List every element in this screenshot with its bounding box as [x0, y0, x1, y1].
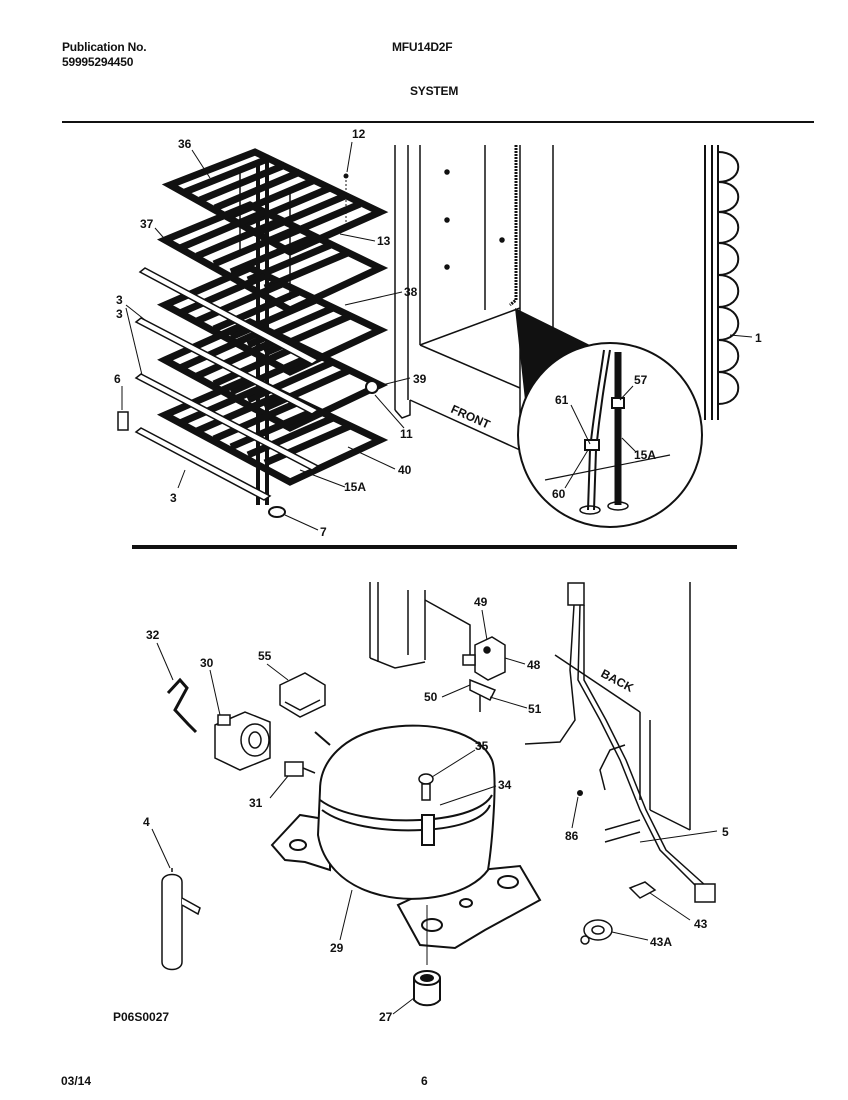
capillary-tube — [509, 145, 518, 307]
drier-part-4 — [161, 868, 201, 971]
callout-15a: 15A — [344, 480, 366, 494]
callout-37: 37 — [140, 217, 154, 231]
callout-36: 36 — [178, 137, 192, 151]
clamp-part-7 — [268, 506, 286, 518]
callout-49: 49 — [474, 595, 488, 609]
grommet-part-11 — [365, 380, 379, 394]
callout-32: 32 — [146, 628, 160, 642]
cover-part-55 — [279, 672, 326, 718]
callout-55: 55 — [258, 649, 272, 663]
lower-leader-lines — [151, 609, 718, 1015]
callout-12: 12 — [352, 127, 366, 141]
bolt-part-35 — [418, 773, 434, 801]
callout-57: 57 — [634, 373, 648, 387]
terminal-part-31 — [284, 761, 316, 777]
callout-43a: 43A — [650, 935, 672, 949]
callout-86: 86 — [565, 829, 579, 843]
screw-part-12 — [343, 173, 349, 179]
callout-3c: 3 — [170, 491, 177, 505]
publication-number: 59995294450 — [62, 55, 134, 69]
callout-3a: 3 — [116, 293, 123, 307]
relay-part-30 — [214, 711, 271, 771]
inset-tubes — [544, 349, 671, 515]
callout-39: 39 — [413, 372, 427, 386]
shelf-rails — [134, 267, 320, 501]
callout-35: 35 — [475, 739, 489, 753]
callout-60: 60 — [552, 487, 566, 501]
page-number: 6 — [421, 1074, 428, 1088]
model-number: MFU14D2F — [392, 40, 453, 54]
clamp-part-43a — [580, 919, 613, 945]
callout-34: 34 — [498, 778, 512, 792]
callout-48: 48 — [527, 658, 541, 672]
power-cord-part-5 — [524, 582, 716, 903]
back-label: BACK — [599, 666, 636, 695]
callout-4: 4 — [143, 815, 150, 829]
callout-43: 43 — [694, 917, 708, 931]
callout-50: 50 — [424, 690, 438, 704]
upper-callouts: 36 12 37 13 3 38 3 39 6 11 40 15A 3 7 1 … — [114, 127, 762, 539]
evaporator-coils — [156, 148, 389, 505]
screw-part-86 — [577, 790, 583, 796]
callout-40: 40 — [398, 463, 412, 477]
condenser-coil — [704, 145, 740, 420]
callout-30: 30 — [200, 656, 214, 670]
clamp-part-43 — [628, 881, 657, 899]
footer-date: 03/14 — [61, 1074, 91, 1088]
publication-label: Publication No. — [62, 40, 147, 54]
callout-27: 27 — [379, 1010, 393, 1024]
wire-clip-part-32 — [166, 677, 198, 734]
magnified-inset — [517, 342, 703, 528]
figure-code: P06S0027 — [113, 1010, 169, 1024]
callout-1: 1 — [755, 331, 762, 345]
compressor-part-29 — [270, 724, 542, 950]
callout-13: 13 — [377, 234, 391, 248]
callout-51: 51 — [528, 702, 542, 716]
valve-assembly — [462, 636, 506, 712]
callout-29: 29 — [330, 941, 344, 955]
lower-callouts: 32 30 55 49 48 50 51 35 34 31 4 86 5 29 … — [143, 595, 729, 1024]
callout-7: 7 — [320, 525, 327, 539]
callout-6: 6 — [114, 372, 121, 386]
callout-5: 5 — [722, 825, 729, 839]
upper-leader-lines — [121, 141, 753, 531]
callout-31: 31 — [249, 796, 263, 810]
callout-11: 11 — [400, 427, 413, 441]
callout-38: 38 — [404, 285, 418, 299]
zoom-wedge — [515, 308, 600, 400]
callout-3b: 3 — [116, 307, 123, 321]
callout-61: 61 — [555, 393, 569, 407]
cabinet-liner — [394, 145, 554, 451]
cabinet-back — [369, 582, 691, 831]
grommet-part-27 — [413, 970, 441, 1007]
clip-part-6 — [117, 411, 129, 431]
callout-15a-inset: 15A — [634, 448, 656, 462]
section-title: SYSTEM — [410, 84, 459, 98]
